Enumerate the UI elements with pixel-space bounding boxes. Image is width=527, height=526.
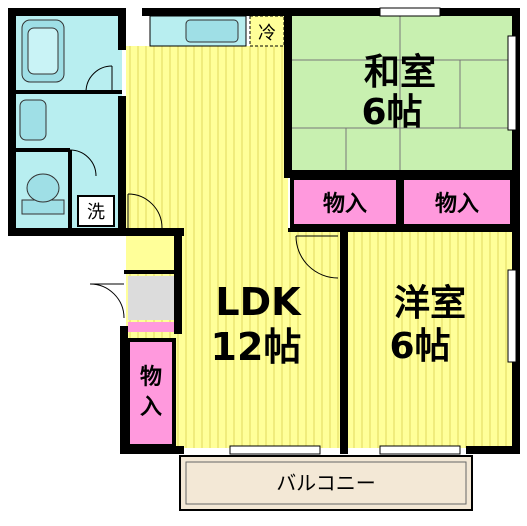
youshitsu-size: 6帖 [389, 326, 450, 367]
inner-walls [12, 90, 516, 274]
washitsu-floor [292, 14, 514, 174]
washitsu-name: 和室 [364, 52, 436, 93]
balcony [179, 455, 473, 511]
hallway [126, 232, 176, 272]
kitchen-sink-icon [185, 19, 239, 43]
storage-ldk [126, 338, 176, 448]
sink-icon [19, 99, 47, 141]
youshitsu-name: 洋室 [394, 283, 466, 324]
fridge-space [249, 15, 285, 47]
toilet-icon [21, 173, 65, 215]
washer-label: 洗 [87, 202, 105, 223]
storage-label-3b: 入 [140, 395, 162, 420]
balcony-label: バルコニー [276, 471, 376, 495]
storage-label-3: 物 [140, 364, 162, 390]
windows [229, 7, 517, 455]
entrance [128, 276, 174, 320]
ldk-size: 12帖 [211, 325, 302, 369]
washitsu-size: 6帖 [361, 92, 422, 133]
youshitsu-floor [348, 230, 514, 448]
washer-space [77, 195, 115, 227]
storage-label-2: 物入 [435, 191, 479, 217]
ldk-name: LDK [215, 280, 302, 324]
door-swings [69, 65, 339, 319]
tatami-lines [292, 14, 514, 174]
storage-label-1: 物入 [323, 191, 367, 217]
fridge-label: 冷 [258, 23, 276, 44]
